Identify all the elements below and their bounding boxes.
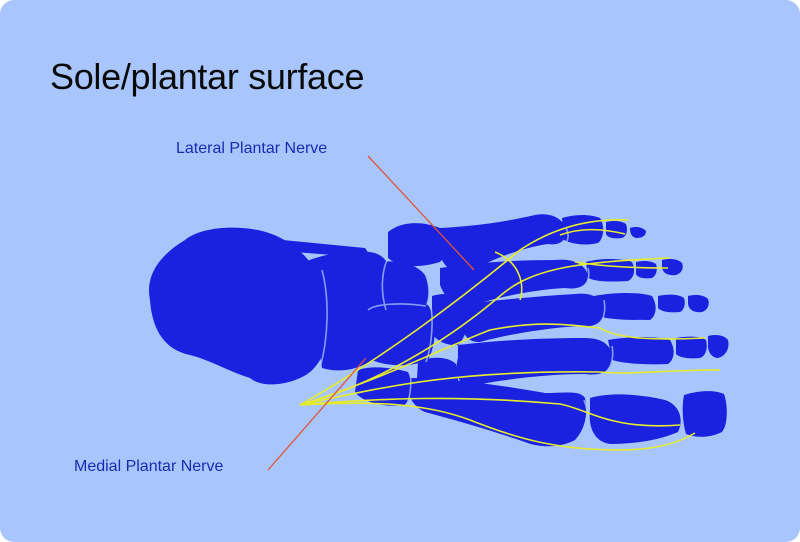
foot-bones [149,214,729,447]
lateral-plantar-nerve-label: Lateral Plantar Nerve [176,140,328,157]
lateral-plantar-nerve-branch-3 [494,251,523,301]
phalanx-1-distal [682,391,727,437]
metatarsal-1 [408,378,587,447]
metatarsal-2 [456,338,612,386]
phalanx-3-distal [688,295,709,313]
diagram-title: Sole/plantar surface [50,56,365,97]
phalanx-5-distal [630,227,646,238]
phalanx-5-middle [606,220,627,239]
phalanx-2-distal [708,335,729,358]
medial-leader-line [267,357,367,471]
digital-nerve-5 [559,228,626,236]
joint-highlights [319,227,614,443]
medial-plantar-nerve-label: Medial Plantar Nerve [74,458,224,475]
cuneiform-3 [355,367,412,406]
phalanx-4-middle [636,260,657,279]
phalanx-3-proximal [594,293,656,320]
medial-plantar-nerve-branch-4 [299,402,696,451]
nerves [299,218,721,451]
leader-lines [267,155,475,471]
metatarsal-3 [461,293,604,343]
phalanx-2-proximal [608,337,674,365]
phalanx-4-distal [662,259,683,276]
phalanx-1-proximal [589,394,681,444]
calcaneus-bone [149,227,330,385]
phalanx-3-middle [658,294,685,313]
medial-plantar-nerve-branch-1 [299,323,706,406]
cuneiform-2 [432,294,469,346]
medial-plantar-nerve-branch-3 [299,397,681,427]
digital-nerve-4 [574,261,669,269]
navicular-bone [388,223,449,267]
metatarsal-5 [440,214,567,274]
lateral-leader-line [367,155,475,271]
cuneiform-1 [366,302,435,366]
medial-plantar-nerve-branch-2 [299,369,721,406]
phalanx-2-middle [676,336,707,359]
lateral-plantar-nerve-branch-1 [299,218,629,406]
